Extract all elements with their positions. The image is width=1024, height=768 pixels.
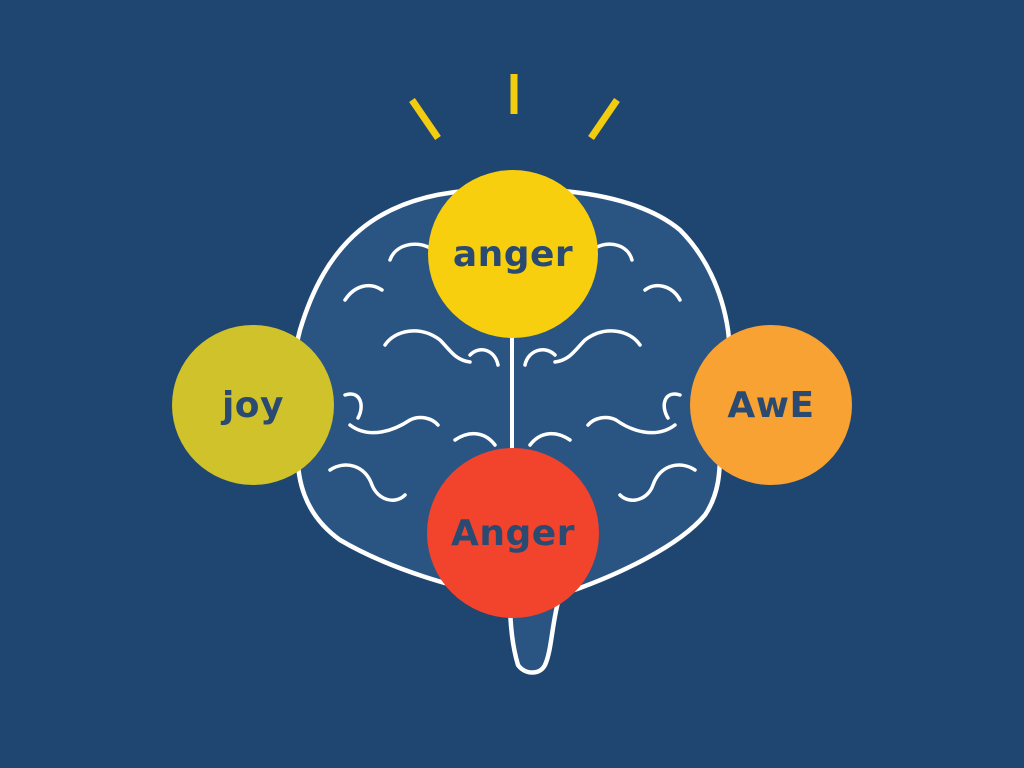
node-label-joy: joy (221, 384, 285, 426)
ray-right (588, 98, 620, 140)
emotion-node-joy: joy (172, 325, 334, 485)
brain-folds-right (523, 242, 697, 502)
ray-left (409, 98, 441, 140)
node-label-anger-top: anger (452, 233, 574, 275)
node-label-awe: AwE (727, 384, 815, 426)
brain-folds-left (328, 242, 500, 502)
emotion-node-anger-top: anger (428, 170, 598, 338)
emotion-node-anger-bottom: Anger (427, 448, 599, 618)
emotion-node-awe: AwE (690, 325, 852, 485)
light-rays-icon (409, 74, 620, 140)
node-label-anger-bottom: Anger (451, 512, 575, 554)
